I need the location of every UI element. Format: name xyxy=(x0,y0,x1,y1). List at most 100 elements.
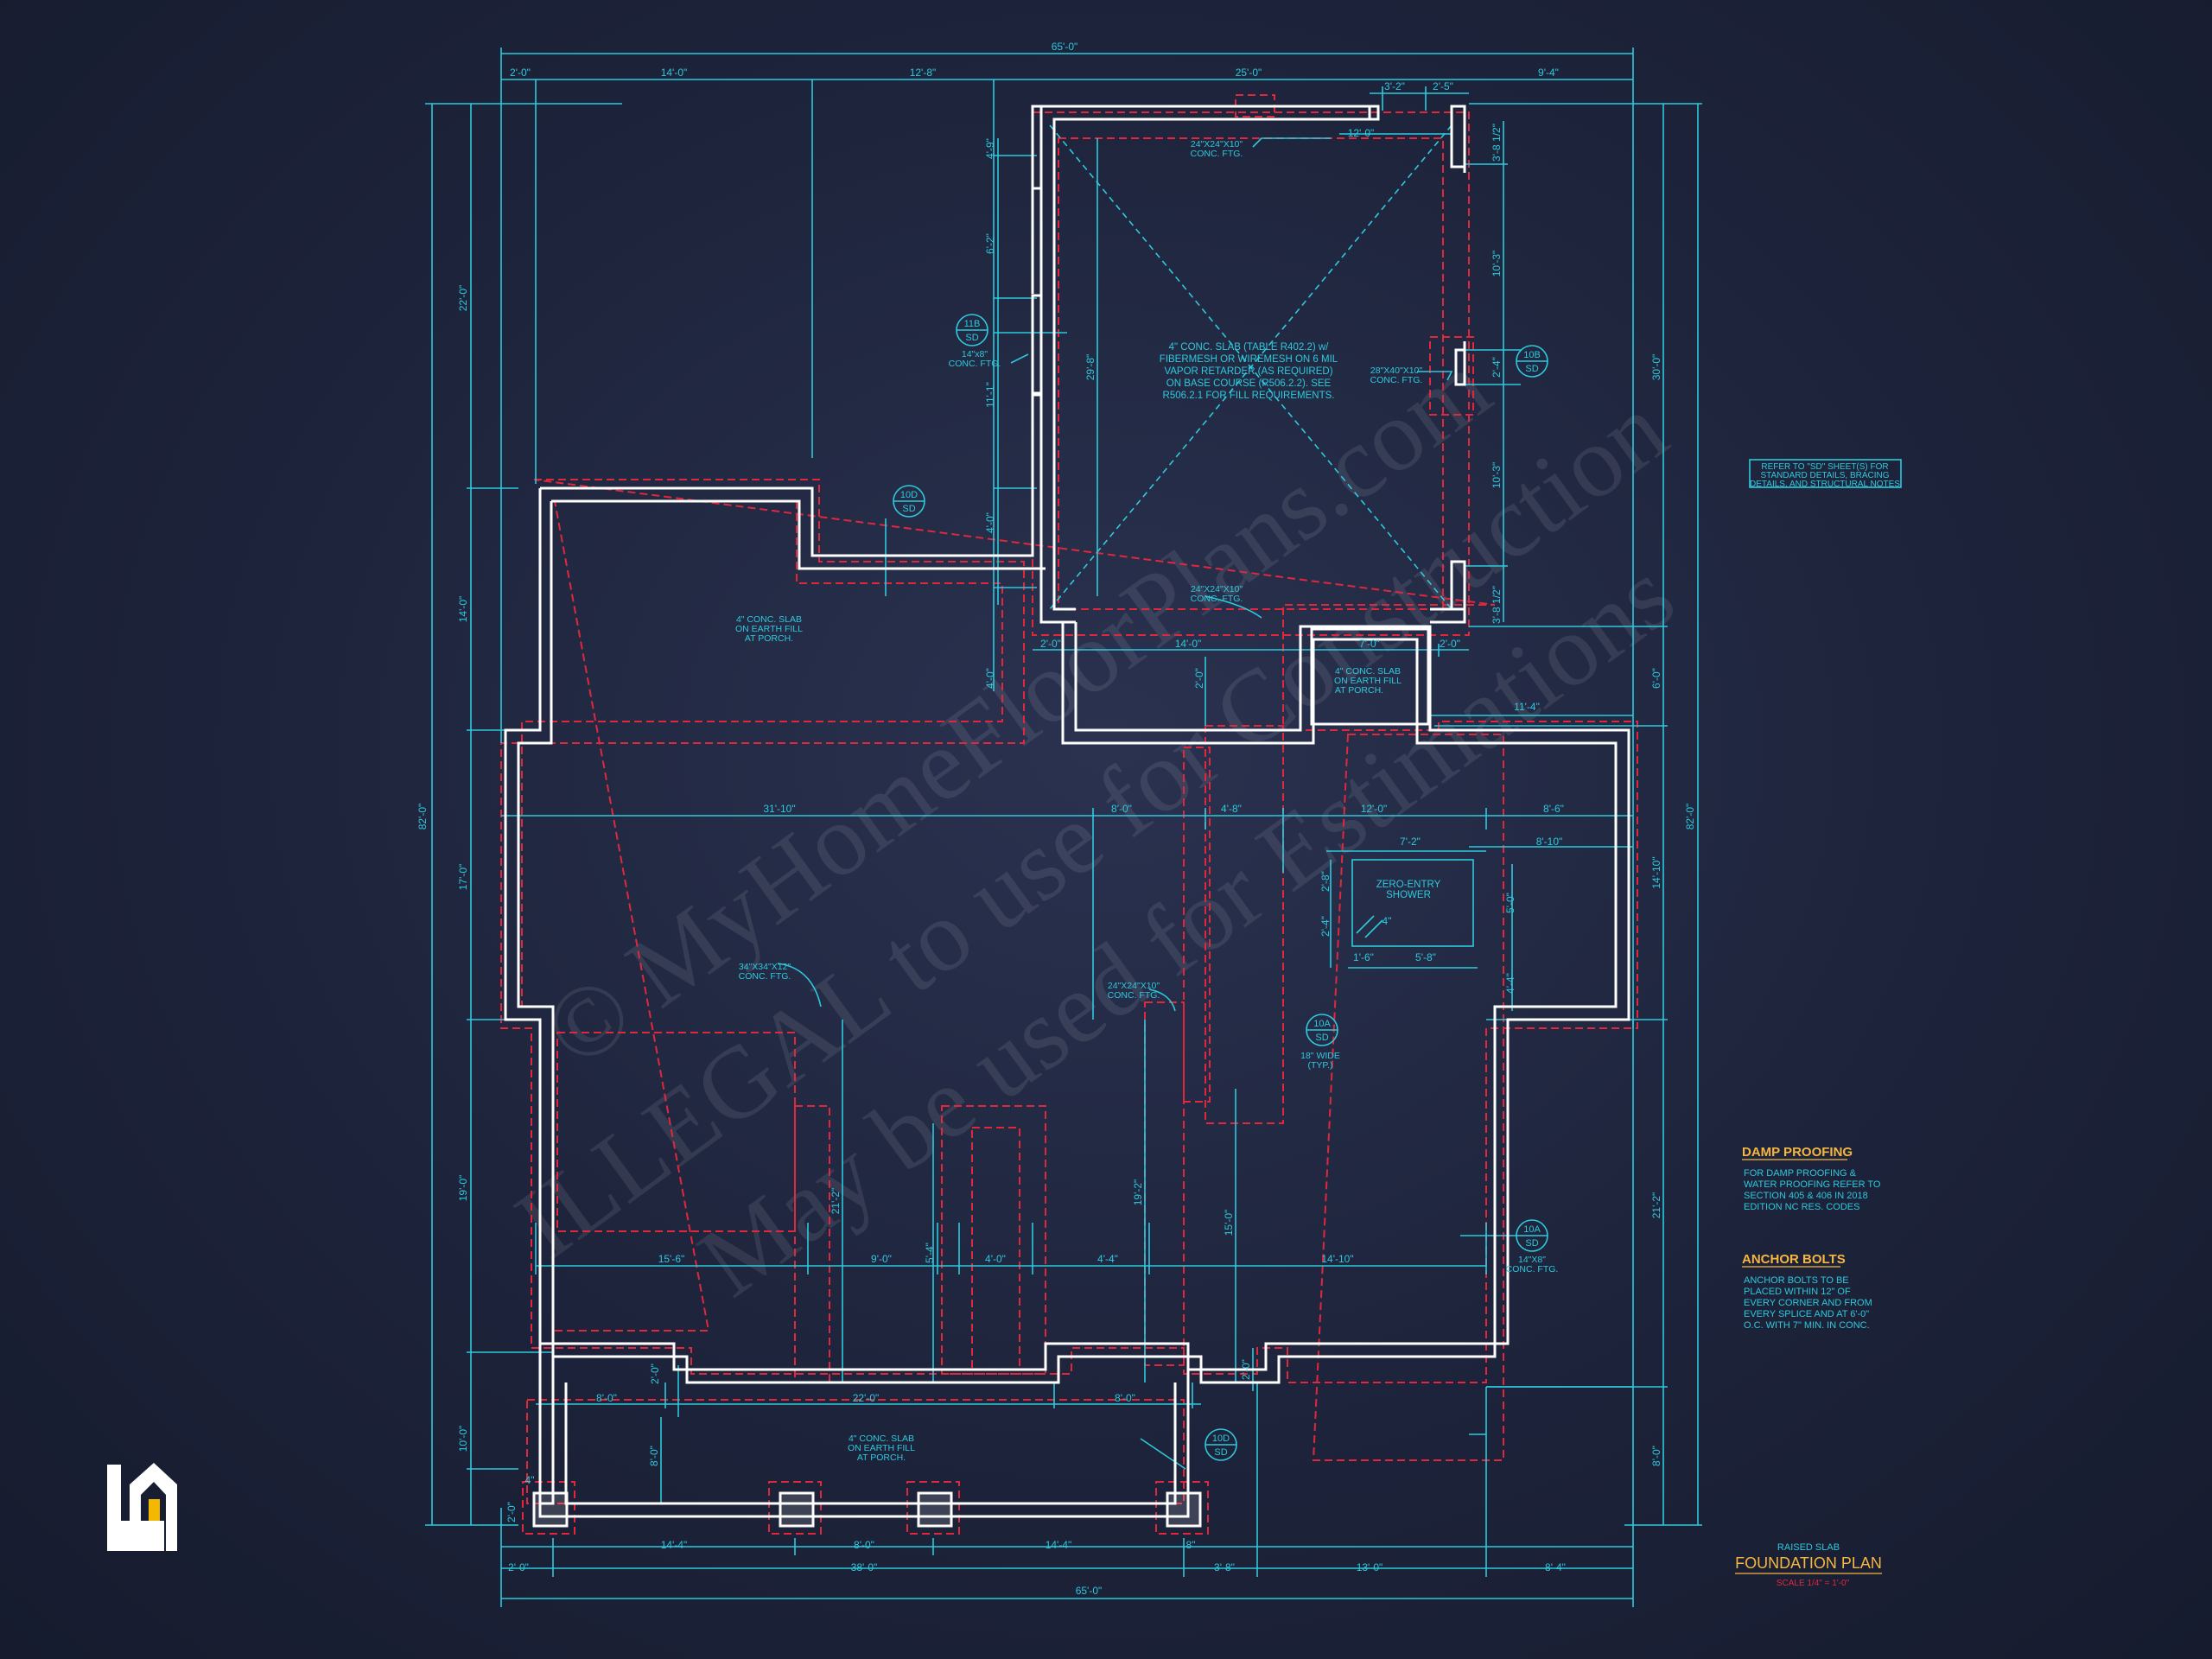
dim-shower-3: 2'-4" xyxy=(1319,916,1332,937)
dim-row574-4: 8'-6" xyxy=(1543,803,1564,815)
dim-row893-2: 5'-4" xyxy=(924,1243,936,1263)
dim-porch-1: 22'-0" xyxy=(853,1392,880,1404)
dim-right-2: 14'-10" xyxy=(1650,856,1662,888)
dim-porch-2: 8'-0" xyxy=(1115,1392,1135,1404)
anchor-bolts-line-1: PLACED WITHIN 12" OF xyxy=(1744,1287,1851,1297)
dim-garage-6: 29'-8" xyxy=(1084,354,1096,381)
note-ftg-24x24-mid-1: CONC. FTG. xyxy=(1108,990,1160,1001)
note-porch-left-2: AT PORCH. xyxy=(745,633,793,644)
callout-10a-mid-sheet: SD xyxy=(1315,1033,1328,1043)
dim-bottom-r1-3: 14'-4" xyxy=(1046,1539,1072,1551)
note-ftg-24x24-bottom-0: 24"X24"X10" xyxy=(1191,584,1243,594)
dim-vert-3: 2'-0" xyxy=(1240,1359,1252,1380)
callout-10d-top-sheet: SD xyxy=(902,504,915,514)
callout-10d-bottom-id: 10D xyxy=(1212,1433,1230,1444)
dim-shower-0: 7'-2" xyxy=(1400,836,1421,848)
dim-left-3: 19'-0" xyxy=(457,1175,469,1202)
callout-10d-bottom-sheet: SD xyxy=(1214,1447,1227,1458)
dim-row893-5: 14'-10" xyxy=(1321,1253,1353,1265)
note-porch-small-1: ON EARTH FILL xyxy=(1334,676,1402,686)
dim-shower-5: 1'-6" xyxy=(1353,951,1374,963)
callout-10b-sheet: SD xyxy=(1525,364,1538,374)
dim-mid-0: 2'-0" xyxy=(1040,638,1061,650)
dim-left-2: 17'-0" xyxy=(457,864,469,891)
note-garage-slab-3: ON BASE COURSE (R506.2.2). SEE xyxy=(1166,378,1332,389)
title-block: RAISED SLAB FOUNDATION PLAN SCALE 1/4" =… xyxy=(1735,1542,1882,1588)
title-subtitle: RAISED SLAB xyxy=(1777,1542,1840,1553)
note-porch-small-2: AT PORCH. xyxy=(1335,685,1383,696)
damp-proofing-note: DAMP PROOFING FOR DAMP PROOFING & WATER … xyxy=(1742,1145,1881,1212)
dim-garage-5: 3'-8 1/2" xyxy=(1491,586,1503,624)
dim-shower-1: 8'-10" xyxy=(1536,836,1563,848)
dim-top-1: 14'-0" xyxy=(661,67,688,79)
dim-row893-1: 9'-0" xyxy=(871,1253,892,1265)
note-garage-slab: 4" CONC. SLAB (TABLE R402.2) w/ FIBERMES… xyxy=(1160,342,1338,401)
note-shower-1: SHOWER xyxy=(1386,890,1431,900)
note-ftg-28x40-0: 28"X40"X10" xyxy=(1370,365,1422,376)
dim-garage-left-0: 4'-9" xyxy=(984,138,996,159)
callout-10b: 10B SD xyxy=(1516,345,1548,378)
dim-row574-0: 31'-10" xyxy=(763,803,795,815)
dim-row893-0: 15'-6" xyxy=(658,1253,685,1265)
dim-shower-4: 4" xyxy=(1382,915,1392,927)
dim-vert-0: 21'-2" xyxy=(830,1188,842,1215)
callout-10a-right-sheet: SD xyxy=(1525,1238,1538,1249)
dim-row893-3: 4'-0" xyxy=(985,1253,1006,1265)
title-main: FOUNDATION PLAN xyxy=(1735,1554,1882,1572)
dim-mid-2: 7'-0" xyxy=(1359,638,1380,650)
refer-note-1: STANDARD DETAILS, BRACING xyxy=(1760,471,1889,480)
callout-10a-mid-id: 10A xyxy=(1313,1019,1331,1029)
note-ftg-28x40-1: CONC. FTG. xyxy=(1370,375,1423,385)
dim-top-overall: 65'-0" xyxy=(1052,41,1078,53)
anchor-bolts-line-2: EVERY CORNER AND FROM xyxy=(1744,1298,1872,1308)
dim-porch-3: 2'-0" xyxy=(649,1363,661,1384)
dim-bottom-r2-1: 38'-0" xyxy=(851,1561,878,1573)
note-ftg-24x24-top-0: 24"X24"X10" xyxy=(1191,139,1243,149)
dim-bottom-r2-2: 3'-8" xyxy=(1214,1561,1235,1573)
damp-proofing-line-2: SECTION 405 & 406 IN 2018 xyxy=(1744,1191,1868,1201)
dim-garage-2: 10'-3" xyxy=(1491,251,1503,277)
anchor-bolts-line-3: EVERY SPLICE AND AT 6'-0" xyxy=(1744,1309,1869,1319)
note-ftg-14x8-right-1: CONC. FTG. xyxy=(1506,1264,1559,1274)
note-porch-front-0: 4" CONC. SLAB xyxy=(849,1433,914,1444)
callout-10d-bottom: 10D SD xyxy=(1205,1428,1237,1461)
anchor-bolts-note: ANCHOR BOLTS ANCHOR BOLTS TO BE PLACED W… xyxy=(1742,1252,1872,1331)
damp-proofing-line-0: FOR DAMP PROOFING & xyxy=(1744,1168,1857,1179)
brand-logo-icon xyxy=(107,1463,177,1551)
dim-garage-left-2: 11'-1" xyxy=(984,382,996,408)
dim-right-1: 6'-0" xyxy=(1650,668,1662,689)
note-porch-front-1: ON EARTH FILL xyxy=(848,1443,915,1453)
note-wide-0: 18" WIDE xyxy=(1300,1051,1340,1061)
dim-garage-0: 12'-0" xyxy=(1348,127,1375,139)
dim-bottom-r1-2: 8'-0" xyxy=(854,1539,874,1551)
title-scale: SCALE 1/4" = 1'-0" xyxy=(1777,1579,1850,1588)
note-porch-left-0: 4" CONC. SLAB xyxy=(736,614,802,625)
note-garage-slab-4: R506.2.1 FOR FILL REQUIREMENTS. xyxy=(1163,391,1335,401)
dim-shower-6: 5'-8" xyxy=(1415,951,1436,963)
callout-11b: 11B SD xyxy=(956,314,988,346)
note-wide-1: (TYP.) xyxy=(1308,1060,1333,1071)
callout-10a-right-id: 10A xyxy=(1523,1224,1541,1235)
note-ftg-14x8-left-1: CONC. FTG. xyxy=(949,359,1001,369)
dim-bottom-r1-4: 8" xyxy=(1186,1539,1196,1551)
damp-proofing-title: DAMP PROOFING xyxy=(1742,1145,1853,1160)
anchor-bolts-line-0: ANCHOR BOLTS TO BE xyxy=(1744,1275,1849,1286)
dim-row574-1: 8'-0" xyxy=(1111,803,1132,815)
callout-10a-mid: 10A SD xyxy=(1306,1014,1338,1046)
callout-11b-bottom: SD xyxy=(965,333,978,343)
note-ftg-24x24-top-1: CONC. FTG. xyxy=(1191,149,1243,159)
dim-garage-4: 10'-3" xyxy=(1491,462,1503,489)
dim-top-0: 2'-0" xyxy=(510,67,531,79)
dim-garage-left-1: 6'-2" xyxy=(984,233,996,254)
dim-bottom-r1-1: 14'-4" xyxy=(661,1539,688,1551)
note-porch-left-1: ON EARTH FILL xyxy=(735,624,803,634)
dim-mid-4: 11'-4" xyxy=(1514,701,1540,713)
dim-bottom-r2-3: 13'-0" xyxy=(1357,1561,1383,1573)
anchor-bolts-line-4: O.C. WITH 7" MIN. IN CONC. xyxy=(1744,1320,1870,1331)
dim-left-4: 10'-0" xyxy=(457,1426,469,1452)
dim-right-overall: 82'-0" xyxy=(1684,804,1696,830)
dim-bottom-overall: 65'-0" xyxy=(1076,1585,1103,1597)
dim-vert-4: 8'-0" xyxy=(648,1446,660,1466)
